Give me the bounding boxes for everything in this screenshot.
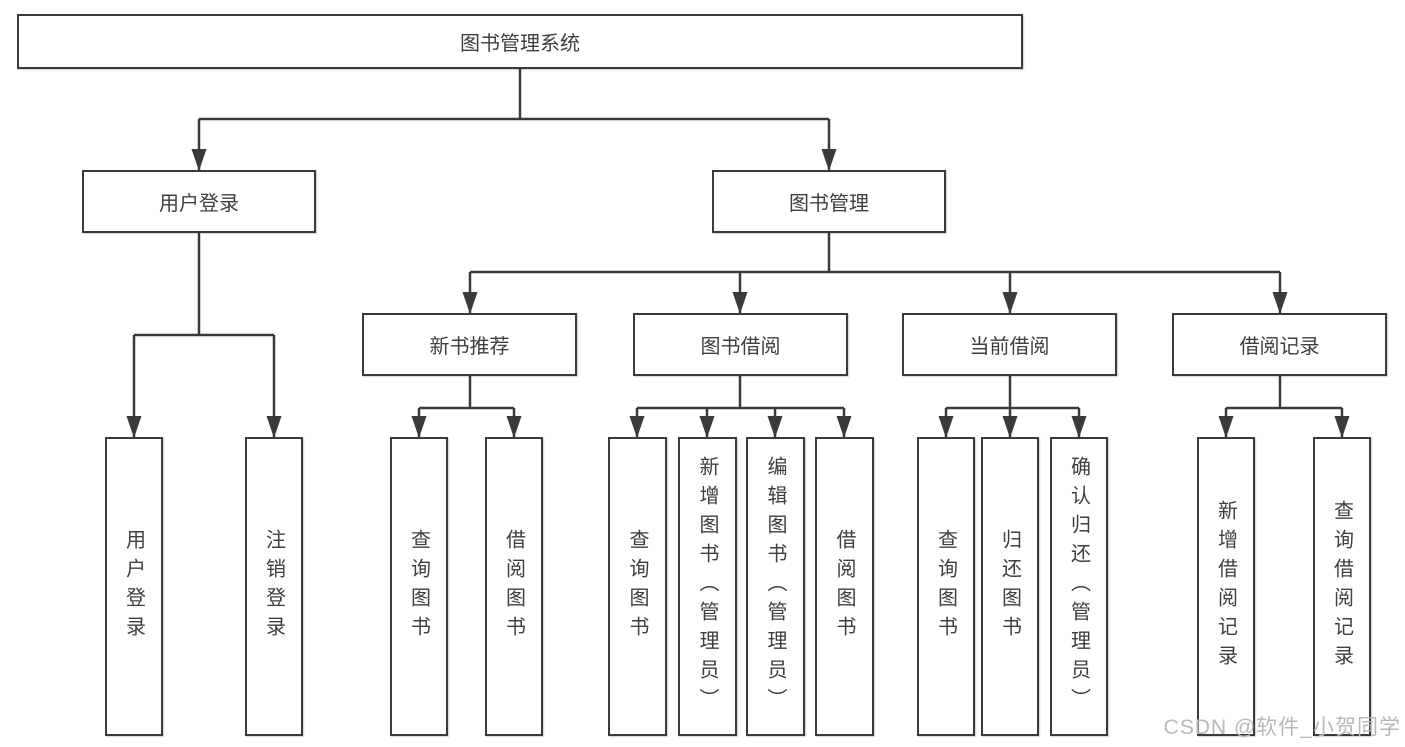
leaf-user-login: 用户登录 — [105, 437, 163, 736]
leaf-logout: 注销登录 — [245, 437, 303, 736]
node-borrow-record: 借阅记录 — [1172, 313, 1387, 376]
leaf-borrow-books-recommend: 借阅图书 — [485, 437, 543, 736]
connector-arrows — [126, 119, 1350, 438]
node-user-login: 用户登录 — [82, 170, 316, 233]
leaf-borrow-books: 借阅图书 — [815, 437, 874, 736]
leaf-query-books-recommend: 查询图书 — [390, 437, 448, 736]
leaf-add-books-admin: 新增图书（管理员） — [678, 437, 737, 736]
leaf-query-books-current: 查询图书 — [917, 437, 975, 736]
leaf-query-books-borrow: 查询图书 — [608, 437, 667, 736]
connector-trunks — [134, 68, 1342, 410]
node-current-borrow: 当前借阅 — [902, 313, 1117, 376]
watermark: CSDN @软件_小贺同学 — [1163, 716, 1401, 739]
leaf-edit-books-admin: 编辑图书（管理员） — [746, 437, 805, 736]
leaf-return-books: 归还图书 — [981, 437, 1039, 736]
node-library-management-system: 图书管理系统 — [17, 14, 1023, 69]
node-book-borrow: 图书借阅 — [633, 313, 848, 376]
leaf-confirm-return-admin: 确认归还（管理员） — [1050, 437, 1108, 736]
leaf-add-borrow-record: 新增借阅记录 — [1197, 437, 1255, 736]
leaf-query-borrow-record: 查询借阅记录 — [1313, 437, 1371, 736]
node-new-book-recommend: 新书推荐 — [362, 313, 577, 376]
node-book-management: 图书管理 — [712, 170, 946, 233]
